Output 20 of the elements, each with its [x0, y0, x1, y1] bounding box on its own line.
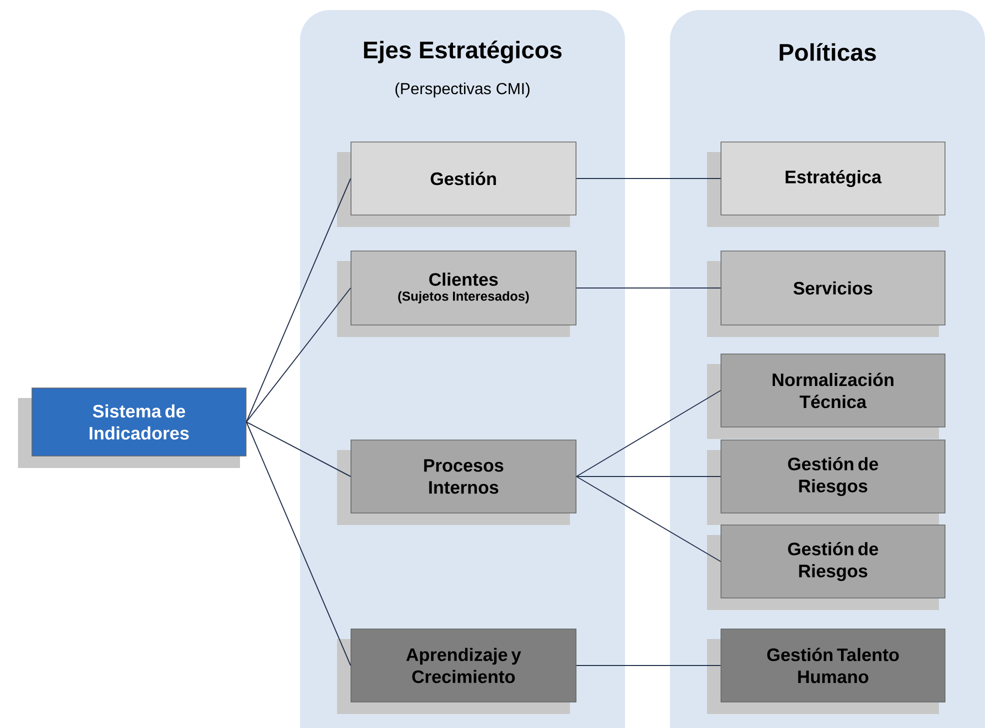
connector-line — [246, 422, 352, 477]
process-box: Gestión de Riesgos — [707, 440, 946, 525]
connector-line — [246, 178, 352, 422]
process-box: Aprendizaje y Crecimiento — [337, 628, 576, 714]
connector-line — [576, 476, 722, 562]
process-box: Servicios — [707, 250, 946, 337]
process-box: Procesos Internos — [337, 440, 576, 525]
process-box: Gestión de Riesgos — [707, 524, 946, 610]
connector-line — [246, 288, 352, 422]
process-box: Clientes (Sujetos Interesados) — [337, 250, 576, 337]
process-box: Normalización Técnica — [707, 354, 946, 439]
connector-line — [576, 178, 722, 179]
process-box: Gestión — [337, 142, 576, 227]
process-box: Estratégica — [707, 142, 946, 227]
connector-line — [576, 390, 722, 477]
connector-line — [576, 665, 722, 666]
connector-line — [576, 476, 722, 477]
connector-line — [246, 422, 352, 666]
process-box: Sistema de Indicadores — [18, 388, 246, 468]
process-box: Gestión Talento Humano — [707, 628, 946, 714]
